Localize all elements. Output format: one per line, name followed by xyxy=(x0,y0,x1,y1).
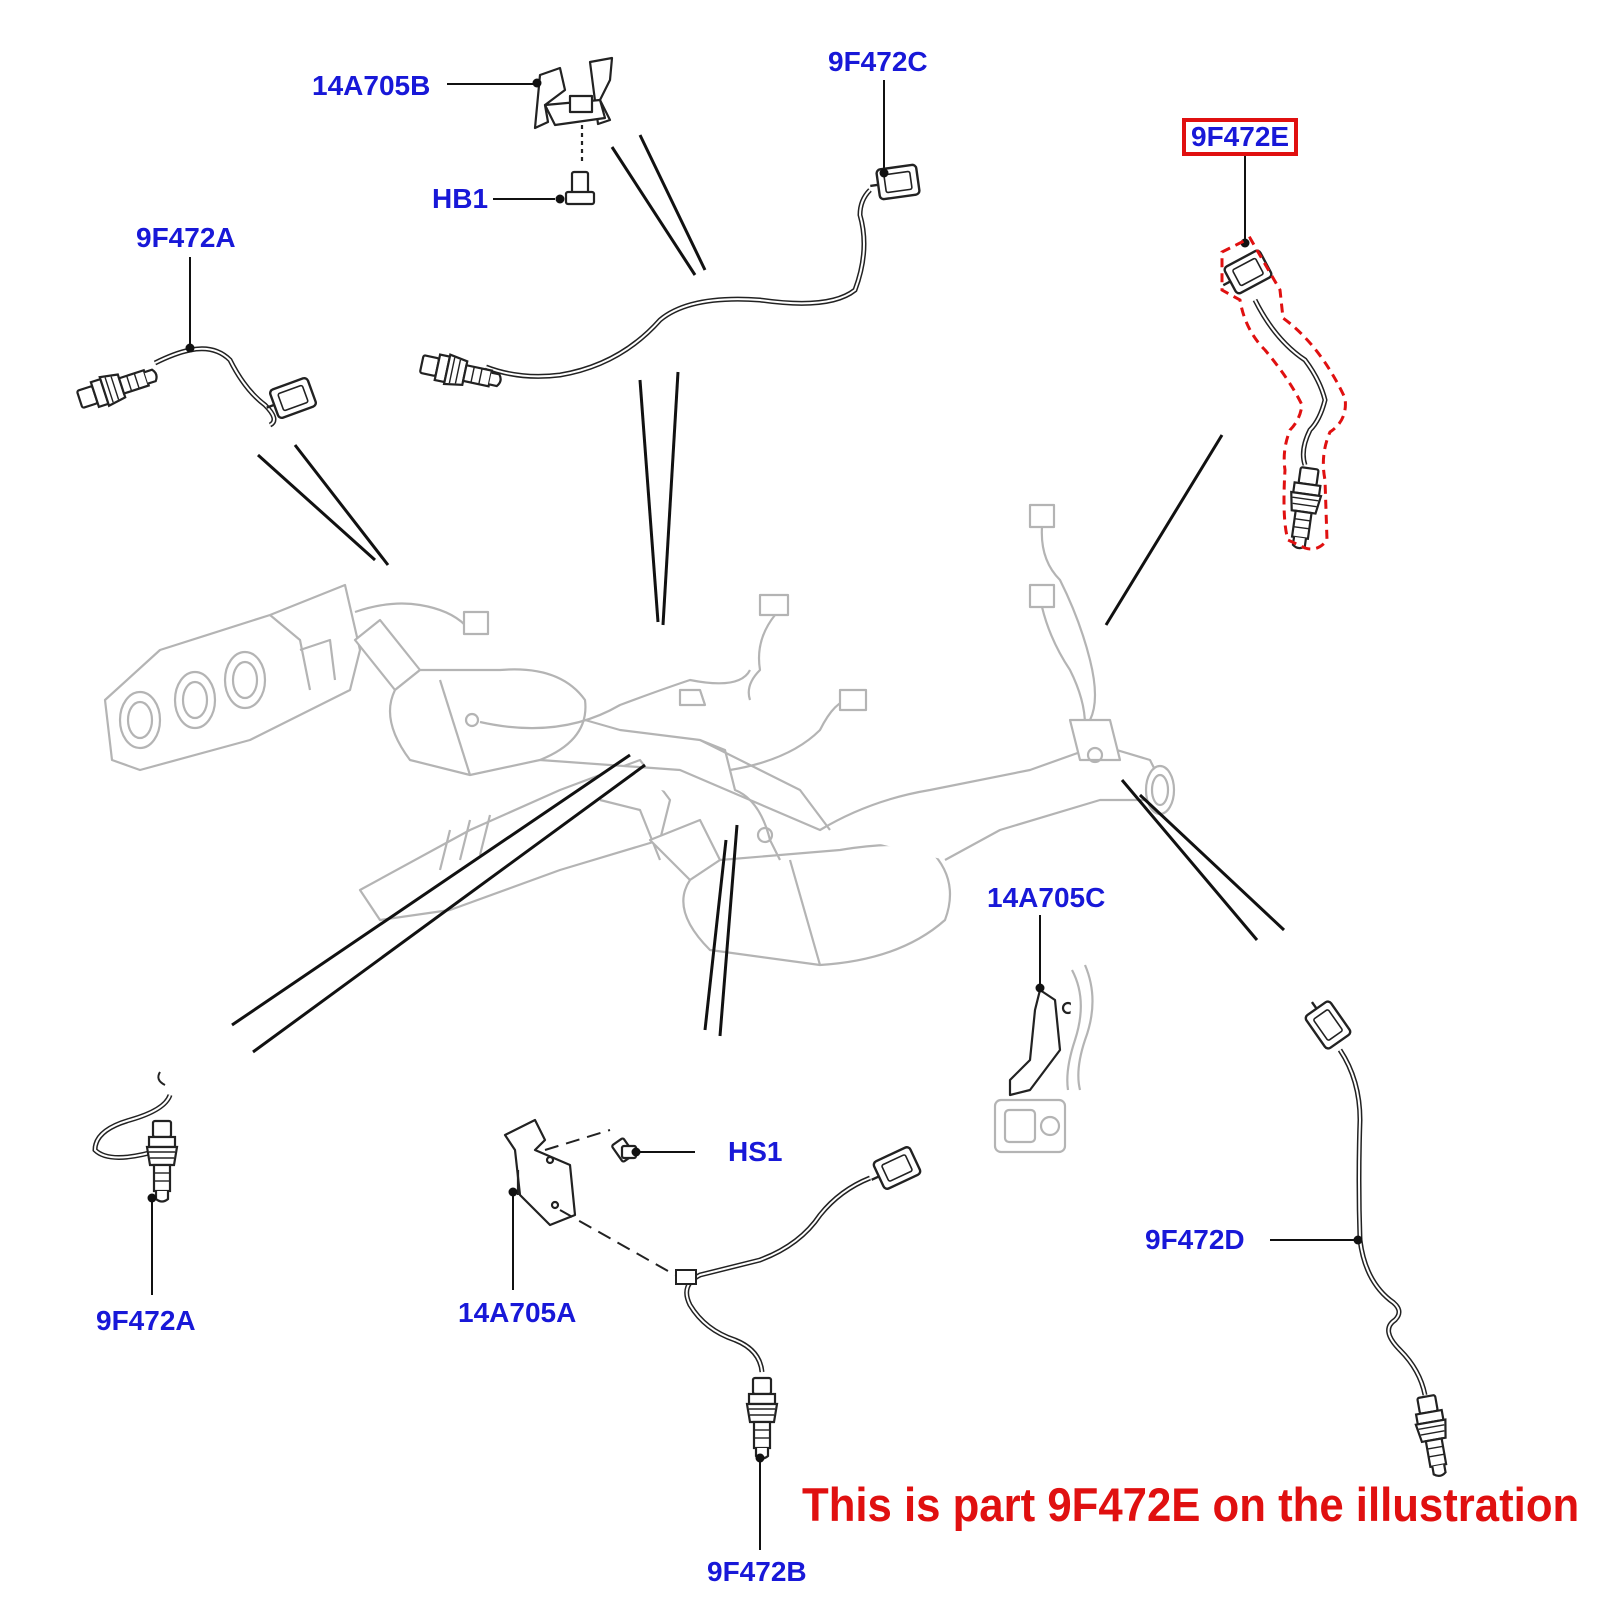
callout-14a705a: 14A705A xyxy=(458,1297,577,1328)
oxygen-sensor-icon xyxy=(73,343,319,428)
bolt-icon xyxy=(555,170,596,206)
bolt-icon xyxy=(611,1137,641,1163)
callout-9f472a-bottom: 9F472A xyxy=(96,1305,196,1336)
part-note: This is part 9F472E on the illustration xyxy=(802,1478,1580,1531)
oxygen-sensor-icon xyxy=(1298,992,1456,1480)
callout-9f472c: 9F472C xyxy=(828,46,928,77)
grouping-leaders xyxy=(231,134,1286,1054)
exhaust-manifold-left xyxy=(103,583,362,772)
callout-hb1: HB1 xyxy=(432,183,489,214)
oxygen-sensor-icon xyxy=(92,1071,179,1203)
callout-9f472e: 9F472E xyxy=(1182,118,1299,156)
callout-9f472a-top: 9F472A xyxy=(136,222,236,253)
oxygen-sensor-icon xyxy=(417,163,922,397)
oxygen-sensor-icon xyxy=(675,1144,923,1463)
bracket-icon xyxy=(532,56,614,162)
catalytic-converter-right xyxy=(648,818,952,967)
exhaust-assembly xyxy=(103,503,1176,967)
callout-9f472b: 9F472B xyxy=(707,1556,807,1587)
callout-14a705c: 14A705C xyxy=(987,882,1106,913)
exhaust-manifold-right xyxy=(358,758,672,922)
callout-9f472d: 9F472D xyxy=(1145,1224,1245,1255)
in-situ-sensors-and-harness xyxy=(354,503,1122,861)
bracket-icon xyxy=(1008,983,1075,1097)
mounting-dash-lines xyxy=(544,1129,676,1276)
catalytic-converter-left xyxy=(353,618,587,777)
oxygen-sensor-icon xyxy=(1215,238,1328,552)
highlight-outline xyxy=(1220,236,1347,551)
harness-clip xyxy=(993,964,1094,1154)
bracket-icon xyxy=(503,1118,577,1227)
callout-hs1: HS1 xyxy=(728,1136,783,1167)
callout-14a705b: 14A705B xyxy=(312,70,431,101)
callout-leaders xyxy=(151,80,1355,1550)
